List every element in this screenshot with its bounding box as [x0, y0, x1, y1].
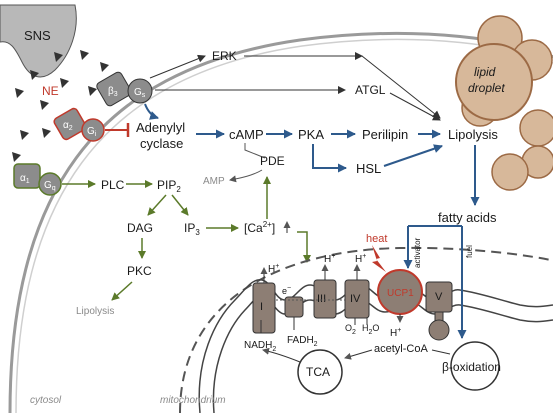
svg-text:α2: α2	[63, 120, 73, 132]
ucp1-label: UCP1	[387, 288, 414, 299]
activator-label: activator	[413, 237, 422, 268]
dag-label: DAG	[127, 221, 153, 235]
arrow-to-erk	[149, 54, 206, 79]
complex-i-label: I	[260, 301, 263, 313]
beta-ox-cycle	[450, 341, 500, 391]
gi-protein: Gi	[81, 118, 105, 142]
ip3-label: IP3	[184, 221, 200, 237]
h2o-label: H2O	[362, 323, 379, 336]
sns-label: SNS	[24, 28, 51, 43]
tca-cycle	[297, 349, 343, 395]
amp-label: AMP	[203, 176, 225, 187]
erk-label: ERK	[212, 49, 237, 63]
complex-v-head	[428, 319, 450, 341]
acetyl-label: acetyl-CoA	[374, 343, 428, 355]
tca-to-nadh	[262, 347, 301, 363]
beta-to-acetyl	[431, 349, 451, 355]
ne-molecules	[12, 50, 109, 162]
hplus-3: H+	[355, 253, 366, 265]
arrow-pip-to-ip3	[171, 194, 189, 216]
tca-label: TCA	[306, 365, 330, 379]
hplus-1: H+	[268, 263, 279, 275]
arrow-pkc-to-lipolysis	[111, 281, 133, 301]
arrow-pip-to-dag	[147, 194, 167, 216]
ca-label: [Ca2+]	[244, 220, 275, 235]
gs-protein-1: Gs	[127, 78, 153, 104]
hsl-label: HSL	[356, 161, 381, 176]
gq-protein: Gq	[38, 172, 62, 196]
alpha2-receptor: α2	[53, 107, 87, 141]
hplus-2: H+	[324, 253, 335, 265]
eminus-label: e−	[282, 285, 291, 296]
perilipin-label: Perilipin	[362, 127, 408, 142]
svg-text:Gs: Gs	[134, 87, 146, 99]
lipid-droplet	[455, 15, 553, 191]
lipid-label: lipid	[474, 65, 496, 79]
pkc-label: PKC	[127, 264, 152, 278]
arrow-ca-to-mito	[297, 231, 311, 263]
complex-iii-label: III	[317, 293, 326, 305]
pde-label: PDE	[260, 154, 285, 168]
beta3-receptor: β3	[96, 71, 132, 107]
pka-label: PKA	[298, 127, 324, 142]
cyclase-label: cyclase	[140, 136, 183, 151]
lipolysis-label: Lipolysis	[448, 127, 498, 142]
ne-label: NE	[42, 84, 59, 98]
complex-i	[252, 282, 276, 334]
nadh-label: NADH2	[244, 340, 276, 353]
acetyl-to-tca	[344, 349, 373, 360]
arrow-pka-to-hsl	[312, 144, 347, 173]
hplus-4: H+	[390, 327, 401, 339]
complex-iv-label: IV	[350, 293, 361, 305]
alpha1-receptor: α1	[13, 163, 41, 189]
svg-text:Gi: Gi	[87, 126, 97, 138]
mito-label: mitochondrium	[160, 395, 226, 406]
svg-text:β3: β3	[108, 86, 118, 98]
svg-text:Gq: Gq	[44, 180, 56, 192]
cytosol-label: cytosol	[30, 395, 62, 406]
adenylyl-label: Adenylyl	[136, 120, 185, 135]
arrow-atgl-to-lipolysis	[389, 92, 441, 121]
heat-bolt	[372, 245, 386, 272]
atgl-label: ATGL	[355, 83, 386, 97]
complex-v-label: V	[435, 291, 443, 303]
heat-label: heat	[366, 233, 387, 245]
o2-label: O2	[345, 323, 356, 336]
plc-label: PLC	[101, 178, 125, 192]
arrow-pde-to-amp	[229, 169, 263, 183]
droplet-label: droplet	[468, 81, 505, 95]
line-camp-to-pde	[244, 143, 266, 159]
arrow-gs-to-ac	[144, 103, 159, 120]
arrow-erk-to-lipolysis	[361, 55, 441, 119]
fatty-acids-label: fatty acids	[438, 210, 497, 225]
lipolysis2-label: Lipolysis	[76, 306, 114, 317]
fadh-label: FADH2	[287, 335, 318, 348]
pip-label: PIP2	[157, 178, 181, 194]
camp-label: cAMP	[229, 127, 264, 142]
arrow-hsl-to-lipolysis	[383, 144, 443, 167]
beta-ox-label: β-oxidation	[442, 360, 501, 374]
svg-text:α1: α1	[20, 173, 30, 185]
mito-outer-membrane	[179, 246, 553, 413]
fuel-label: fuel	[465, 245, 474, 258]
